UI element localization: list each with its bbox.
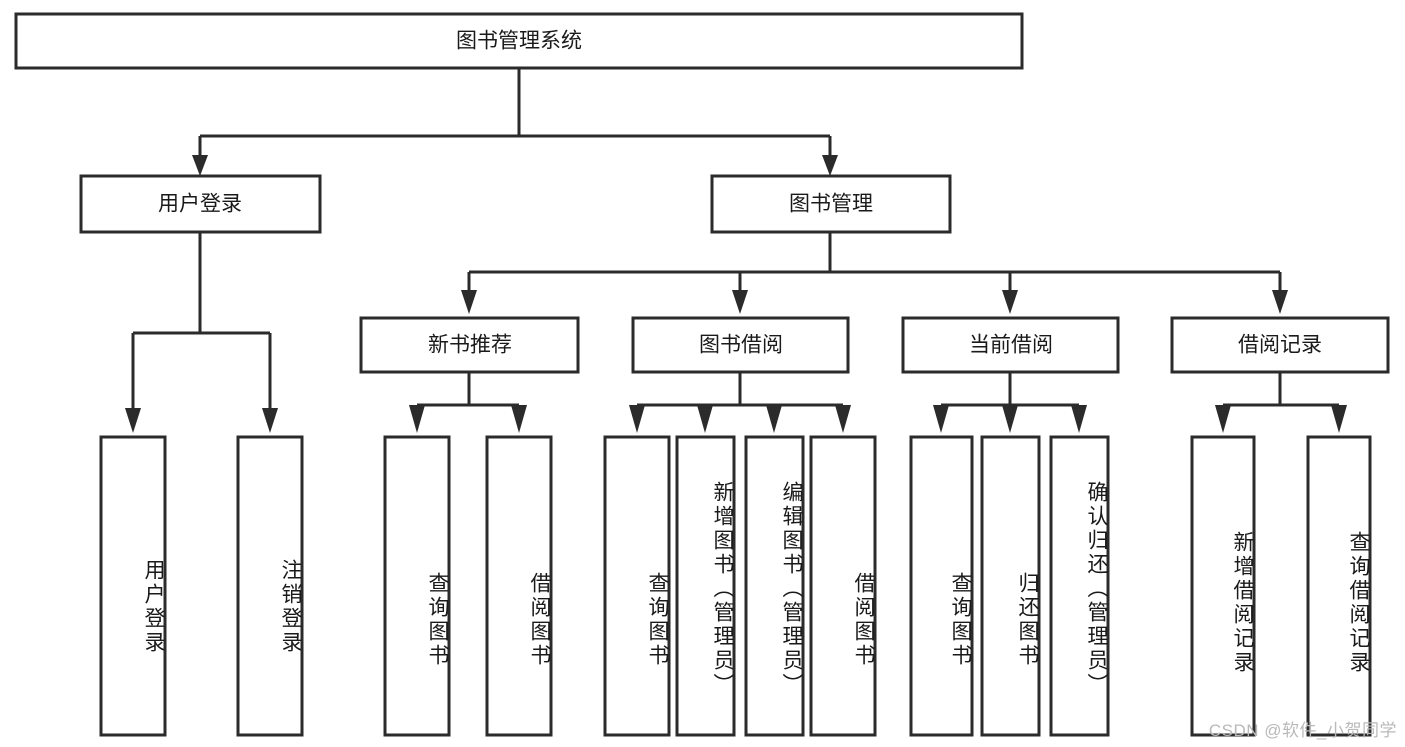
arrow-head-new-book [461,290,477,314]
arrow-head-leaf-edit-book [766,405,782,433]
arrow-head-leaf-query-book-2 [629,405,645,433]
connector-group-current-borrow [933,372,1087,433]
arrow-head-leaf-add-record [1215,405,1231,433]
leaf-box-return-book[interactable] [980,435,1041,737]
arrow-head-leaf-borrow-book-2 [835,405,851,433]
leaf-box-user-login[interactable] [99,435,167,737]
node-current-borrow-box[interactable] [901,316,1120,374]
connector-group-book-manage [461,232,1288,314]
leaf-box-add-record[interactable] [1190,435,1256,737]
node-book-borrow-box[interactable] [631,316,850,374]
arrow-head-leaf-add-book [697,405,713,433]
node-root-box[interactable] [14,12,1024,70]
leaf-box-borrow-book-1[interactable] [485,435,553,737]
arrow-head-leaf-user-login [125,408,141,433]
leaf-box-logout[interactable] [236,435,304,737]
arrow-head-book-manage [822,155,838,176]
leaf-box-query-book-2[interactable] [603,435,671,737]
arrow-head-current-borrow [1002,290,1018,314]
leaf-box-query-book-3[interactable] [909,435,974,737]
node-new-book-recommend-label: 新书推荐 [428,334,512,357]
node-current-borrow[interactable]: 当前借阅 [901,316,1120,374]
leaf-boxes [99,435,1372,737]
connector-group-root [192,68,838,176]
leaf-box-borrow-book-2[interactable] [809,435,877,737]
node-new-book-recommend-box[interactable] [359,316,580,374]
csdn-watermark: CSDN @软件_小贺同学 [1208,721,1397,740]
arrow-head-leaf-query-book-1 [409,405,425,433]
node-user-login-label: 用户登录 [158,193,242,216]
arrow-head-leaf-query-book-3 [933,405,949,433]
node-current-borrow-label: 当前借阅 [969,334,1053,357]
node-book-manage[interactable]: 图书管理 [710,174,952,234]
arrow-head-leaf-confirm-return [1071,405,1087,433]
leaf-box-add-book[interactable] [675,435,736,737]
node-root-label: 图书管理系统 [456,30,582,53]
leaf-box-confirm-return[interactable] [1049,435,1110,737]
leaf-box-query-book-1[interactable] [383,435,451,737]
arrow-head-leaf-borrow-book-1 [511,405,527,433]
node-user-login[interactable]: 用户登录 [79,174,322,234]
node-borrow-record-box[interactable] [1170,316,1390,374]
connector-group-new-book [409,372,527,433]
node-borrow-record[interactable]: 借阅记录 [1170,316,1390,374]
connector-group-book-borrow [629,372,851,433]
node-new-book-recommend[interactable]: 新书推荐 [359,316,580,374]
arrow-head-leaf-logout [262,408,278,433]
arrow-head-leaf-return-book [1002,405,1018,433]
connector-group-borrow-record [1215,372,1347,433]
node-root[interactable]: 图书管理系统 [14,12,1024,70]
arrow-head-book-borrow [732,290,748,314]
arrow-head-borrow-record [1272,290,1288,314]
connector-group-user-login [125,232,278,433]
node-book-borrow[interactable]: 图书借阅 [631,316,850,374]
arrow-head-leaf-query-record [1331,405,1347,433]
node-book-manage-label: 图书管理 [789,193,873,216]
arrow-head-user-login [192,155,208,176]
node-user-login-box[interactable] [79,174,322,234]
node-book-manage-box[interactable] [710,174,952,234]
node-book-borrow-label: 图书借阅 [699,334,783,357]
leaf-box-edit-book[interactable] [744,435,805,737]
leaf-box-query-record[interactable] [1306,435,1372,737]
node-borrow-record-label: 借阅记录 [1238,334,1322,357]
